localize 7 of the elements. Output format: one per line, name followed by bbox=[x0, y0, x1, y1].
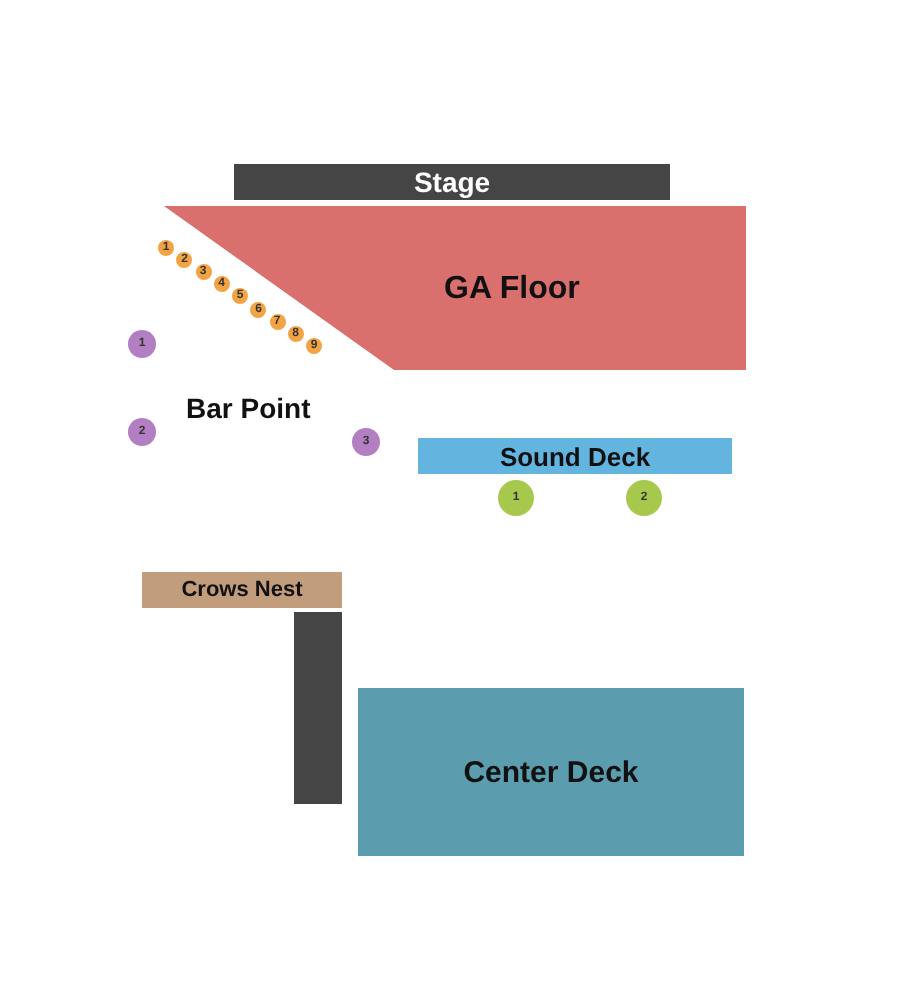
wall-bar bbox=[294, 612, 342, 804]
deck-section: Crows Nest bbox=[142, 572, 342, 608]
deck-section: Center Deck bbox=[358, 688, 744, 856]
area-label: Bar Point bbox=[186, 392, 311, 424]
stage-block: Stage bbox=[234, 164, 670, 200]
deck-section: Sound Deck bbox=[418, 438, 732, 474]
section-label: GA Floor bbox=[444, 272, 580, 308]
